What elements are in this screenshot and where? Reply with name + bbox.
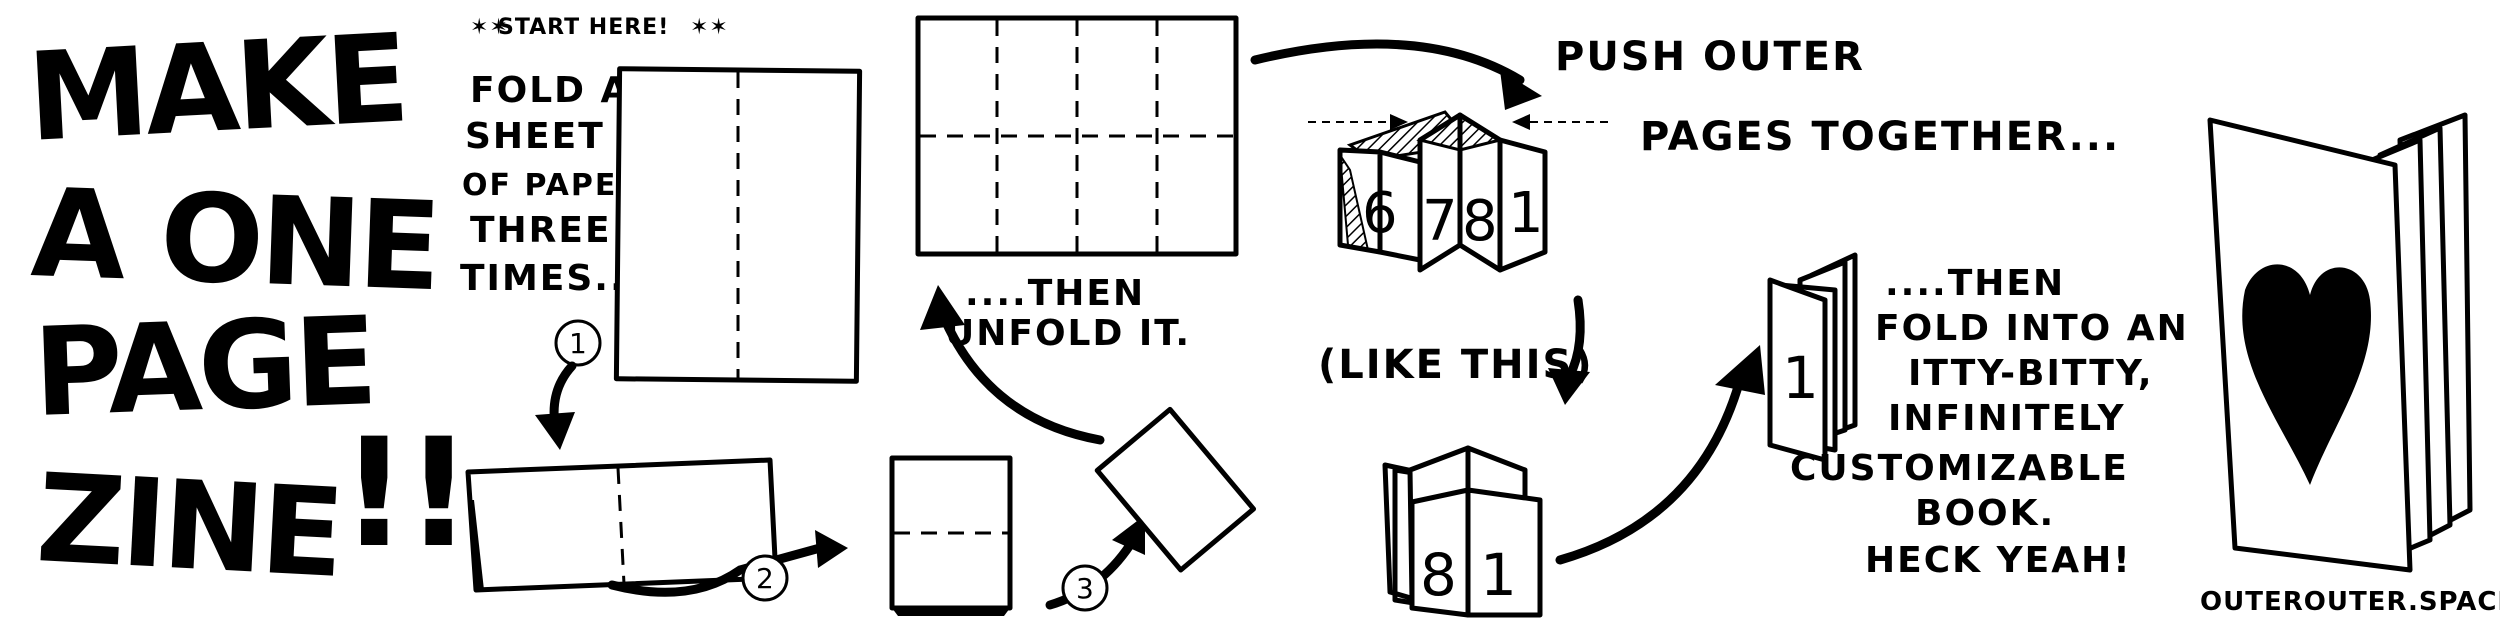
fold-instruction-line: THREE bbox=[470, 210, 612, 251]
page-number: 8 bbox=[1462, 189, 1498, 254]
unfold-instruction: ....THEN UNFOLD IT. bbox=[945, 273, 1191, 354]
arrow-head-icon bbox=[1500, 70, 1542, 110]
book-instruction-line: INFINITELY bbox=[1888, 398, 2126, 439]
like-this-note: (LIKE THIS) bbox=[1318, 342, 1594, 388]
fold-instruction-line: SHEET bbox=[465, 116, 605, 157]
title: MAKE A ONE PAGE ZINE !! bbox=[24, 7, 473, 605]
book-instruction-line: HECK YEAH! bbox=[1865, 540, 2132, 581]
fold-instruction-line: FOLD A bbox=[470, 70, 630, 111]
step-number: 1 bbox=[569, 327, 587, 360]
page-number: 1 bbox=[1508, 181, 1544, 246]
push-instruction-line: PUSH OUTER bbox=[1555, 34, 1865, 80]
fold-instruction: FOLD A SHEET OF PAPER THREE TIMES... bbox=[460, 70, 642, 299]
title-line-4: ZINE bbox=[33, 447, 343, 605]
star-icon: ✶✶ bbox=[470, 15, 509, 40]
start-here-note: START HERE! bbox=[498, 15, 669, 40]
small-book: 1 bbox=[1767, 252, 1858, 463]
unfold-instruction-line: ....THEN bbox=[965, 273, 1145, 314]
down-arrow bbox=[1548, 295, 1590, 405]
book-arrow bbox=[1555, 345, 1765, 565]
book-instruction-line: FOLD INTO AN bbox=[1875, 308, 2189, 349]
arrow-head-icon bbox=[920, 285, 965, 330]
push-arrow bbox=[1250, 39, 1542, 110]
book-instruction: ....THEN FOLD INTO AN ITTY-BITTY, INFINI… bbox=[1790, 263, 2189, 581]
sheet-folded-three-times bbox=[1094, 406, 1257, 573]
arrow-head-icon bbox=[535, 412, 575, 450]
push-instruction-line: PAGES TOGETHER... bbox=[1640, 114, 2120, 160]
credit: OUTEROUTER.SPACE bbox=[2200, 587, 2500, 617]
book-instruction-line: ITTY-BITTY, bbox=[1908, 353, 2154, 394]
heart-icon bbox=[2242, 264, 2371, 485]
arrow-head-icon bbox=[1715, 345, 1765, 395]
book-instruction-line: ....THEN bbox=[1885, 263, 2065, 304]
title-line-2: A ONE bbox=[29, 162, 440, 318]
title-line-1: MAKE bbox=[24, 7, 409, 169]
unfold-arrow bbox=[920, 285, 1105, 445]
standing-pages: 8 1 bbox=[1382, 445, 1543, 618]
sheet-unfolded bbox=[915, 15, 1239, 257]
step-number: 3 bbox=[1076, 572, 1094, 605]
book-instruction-line: BOOK. bbox=[1915, 493, 2055, 534]
page-number: 7 bbox=[1422, 189, 1458, 254]
page-number: 1 bbox=[1782, 344, 1819, 412]
page-number: 6 bbox=[1362, 181, 1398, 246]
fold-instruction-line: TIMES... bbox=[460, 258, 641, 299]
arrow-head-icon bbox=[1112, 515, 1145, 555]
arrow-head-icon bbox=[815, 530, 848, 568]
step-1-marker: 1 bbox=[535, 319, 602, 450]
star-icon: ✶✶ bbox=[690, 15, 729, 40]
push-instruction: PUSH OUTER PAGES TOGETHER... bbox=[1555, 34, 2120, 160]
sheet-folded-twice bbox=[889, 455, 1013, 616]
page-number: 8 bbox=[1420, 541, 1457, 609]
book-instruction-line: CUSTOMIZABLE bbox=[1790, 448, 2129, 489]
step-3-marker: 3 bbox=[1045, 515, 1145, 612]
title-exclamation: !! bbox=[340, 407, 469, 581]
unfold-instruction-line: UNFOLD IT. bbox=[945, 313, 1191, 354]
sheet-full bbox=[613, 66, 863, 384]
step-number: 2 bbox=[756, 562, 774, 595]
arrow-head-icon bbox=[1548, 368, 1590, 405]
title-line-3: PAGE bbox=[31, 290, 376, 444]
zigzag-pages: 6 7 8 1 bbox=[1308, 110, 1608, 273]
sheet-folded-once bbox=[465, 457, 779, 593]
fold-instruction-line: OF PAPER bbox=[462, 168, 642, 203]
step-2-marker: 2 bbox=[607, 530, 848, 602]
page-number: 1 bbox=[1480, 541, 1517, 609]
final-book bbox=[2207, 112, 2473, 573]
